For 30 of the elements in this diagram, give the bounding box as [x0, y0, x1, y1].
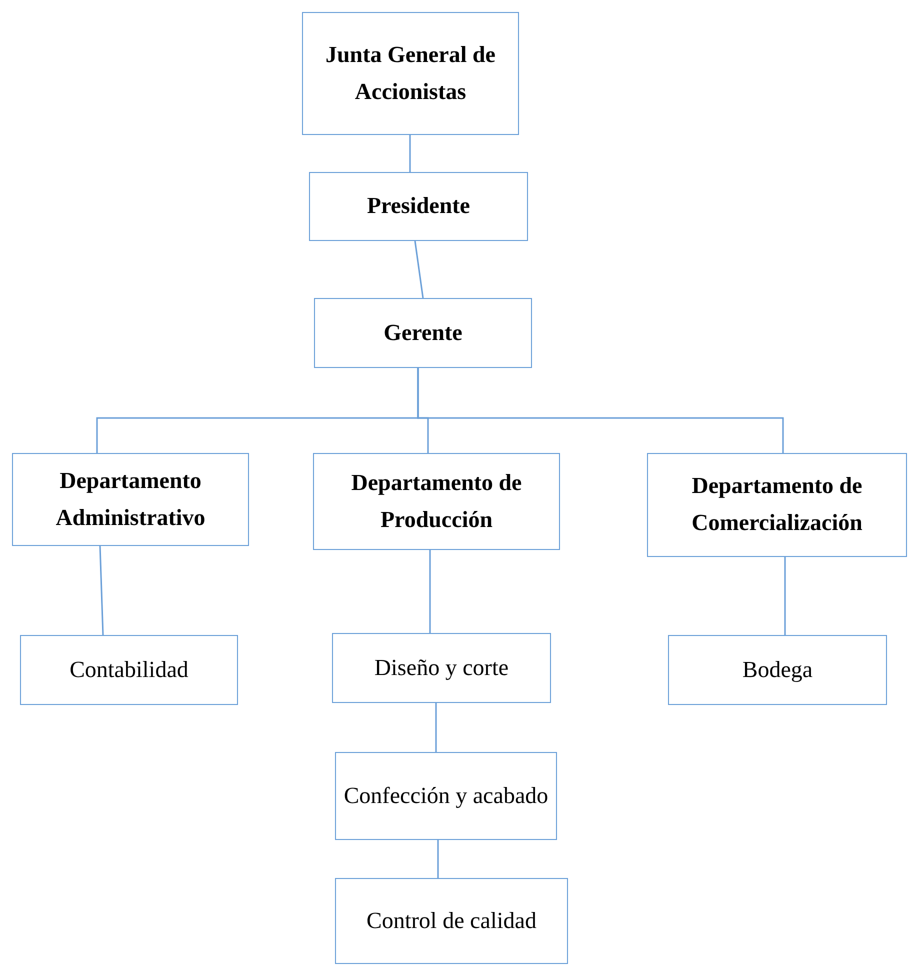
- org-label: Junta General de Accionistas: [324, 40, 496, 106]
- org-label: Departamento Administrativo: [54, 466, 206, 532]
- org-box: [335, 878, 568, 964]
- org-box: [332, 633, 551, 703]
- connector-line: [784, 557, 786, 635]
- org-box: [647, 453, 907, 557]
- connector-line: [437, 840, 439, 878]
- org-label: Control de calidad: [366, 906, 536, 935]
- org-label: Presidente: [366, 192, 470, 220]
- org-box: [302, 12, 519, 135]
- connector-line: [99, 546, 104, 636]
- org-label: Departamento de Producción: [350, 468, 523, 534]
- org-box: [309, 172, 528, 241]
- org-box: [335, 752, 557, 840]
- connector-line: [409, 135, 411, 172]
- org-box: [313, 453, 560, 550]
- connector-line: [417, 368, 784, 453]
- connector-line: [429, 550, 431, 633]
- org-label: Diseño y corte: [374, 654, 509, 682]
- connector-line: [414, 240, 424, 298]
- org-label: Bodega: [742, 656, 813, 684]
- org-label: Confección y acabado: [344, 782, 548, 810]
- connector-line: [435, 703, 437, 752]
- org-box: [668, 635, 887, 705]
- org-box: [314, 298, 532, 368]
- org-box: [20, 635, 238, 705]
- org-box: [12, 453, 249, 546]
- org-label: Departamento de Comercialización: [690, 472, 864, 537]
- org-label: Contabilidad: [70, 656, 188, 684]
- org-label: Gerente: [384, 318, 462, 347]
